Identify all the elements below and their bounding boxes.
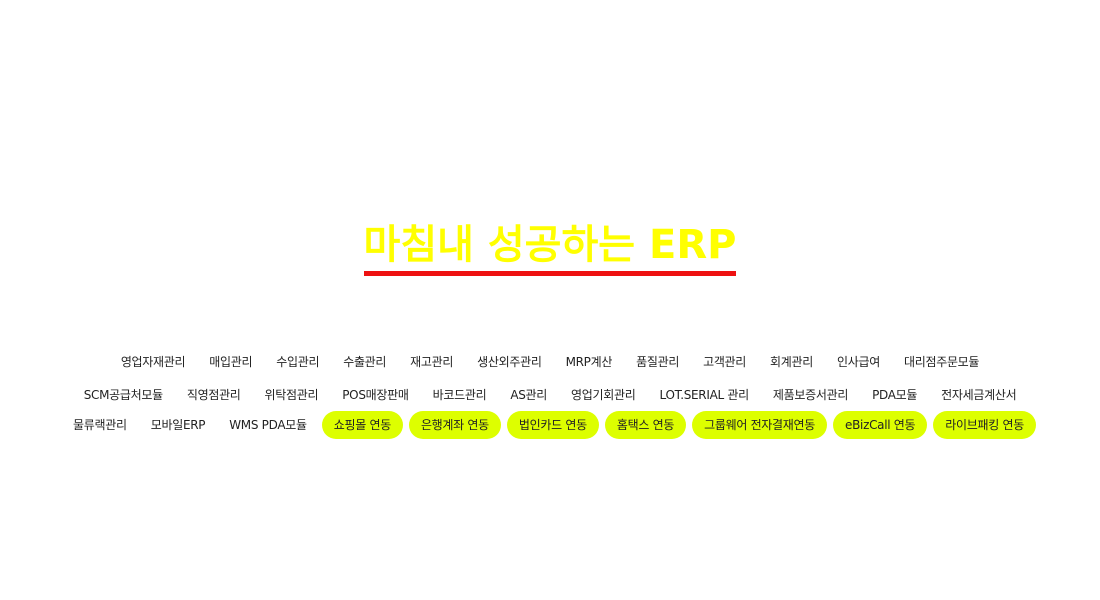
module-link[interactable]: WMS PDA모듈 <box>229 418 307 432</box>
module-link[interactable]: 매입관리 <box>209 355 253 369</box>
module-link[interactable]: PDA모듈 <box>872 388 918 402</box>
module-link[interactable]: SCM공급처모듈 <box>83 388 163 402</box>
module-link[interactable]: AS관리 <box>510 388 548 402</box>
hero-headline: 마침내 성공하는 ERP <box>0 219 1100 276</box>
module-link[interactable]: 대리점주문모듈 <box>903 355 980 369</box>
module-link[interactable]: 바코드관리 <box>432 388 487 402</box>
module-row-2: SCM공급처모듈 직영점관리 위탁점관리 POS매장판매 바코드관리 AS관리 영업기회관리… <box>0 383 1100 407</box>
module-link[interactable]: 수출관리 <box>343 355 387 369</box>
integration-link[interactable]: eBizCall 연동 <box>833 411 928 439</box>
module-link[interactable]: 물류랙관리 <box>73 418 127 432</box>
module-link[interactable]: 고객관리 <box>703 355 747 369</box>
module-link[interactable]: 영업자재관리 <box>120 355 186 369</box>
module-link[interactable]: 위탁점관리 <box>264 388 319 402</box>
headline-wrapper: 마침내 성공하는 ERP <box>363 219 737 276</box>
module-link[interactable]: LOT.SERIAL 관리 <box>659 388 749 402</box>
module-link[interactable]: 수입관리 <box>276 355 320 369</box>
headline-title: 마침내 성공하는 ERP <box>363 222 737 268</box>
integration-link[interactable]: 그룹웨어 전자결재연동 <box>692 411 828 439</box>
module-link[interactable]: 회계관리 <box>770 355 814 369</box>
module-link[interactable]: 품질관리 <box>636 355 680 369</box>
module-link[interactable]: 전자세금계산서 <box>941 388 1017 402</box>
integration-link[interactable]: 홈택스 연동 <box>604 411 687 439</box>
integration-link[interactable]: 라이브패킹 연동 <box>933 411 1036 439</box>
module-link[interactable]: 직영점관리 <box>186 388 241 402</box>
module-row-1: 영업자재관리 매입관리 수입관리 수출관리 재고관리 생산외주관리 MRP계산 품질관리 고객관… <box>0 350 1100 374</box>
module-link[interactable]: POS매장판매 <box>342 388 409 402</box>
module-link[interactable]: 재고관리 <box>410 355 454 369</box>
module-link[interactable]: 생산외주관리 <box>477 355 542 369</box>
module-link[interactable]: MRP계산 <box>565 355 613 369</box>
integration-link[interactable]: 법인카드 연동 <box>506 411 599 439</box>
module-link[interactable]: 인사급여 <box>837 355 880 369</box>
module-link[interactable]: 제품보증서관리 <box>772 388 849 402</box>
integration-link[interactable]: 쇼핑몰 연동 <box>321 411 403 439</box>
module-link[interactable]: 모바일ERP <box>150 418 206 432</box>
headline-underline <box>363 271 737 276</box>
module-link[interactable]: 영업기회관리 <box>571 388 636 402</box>
integration-link[interactable]: 은행계좌 연동 <box>408 411 501 439</box>
